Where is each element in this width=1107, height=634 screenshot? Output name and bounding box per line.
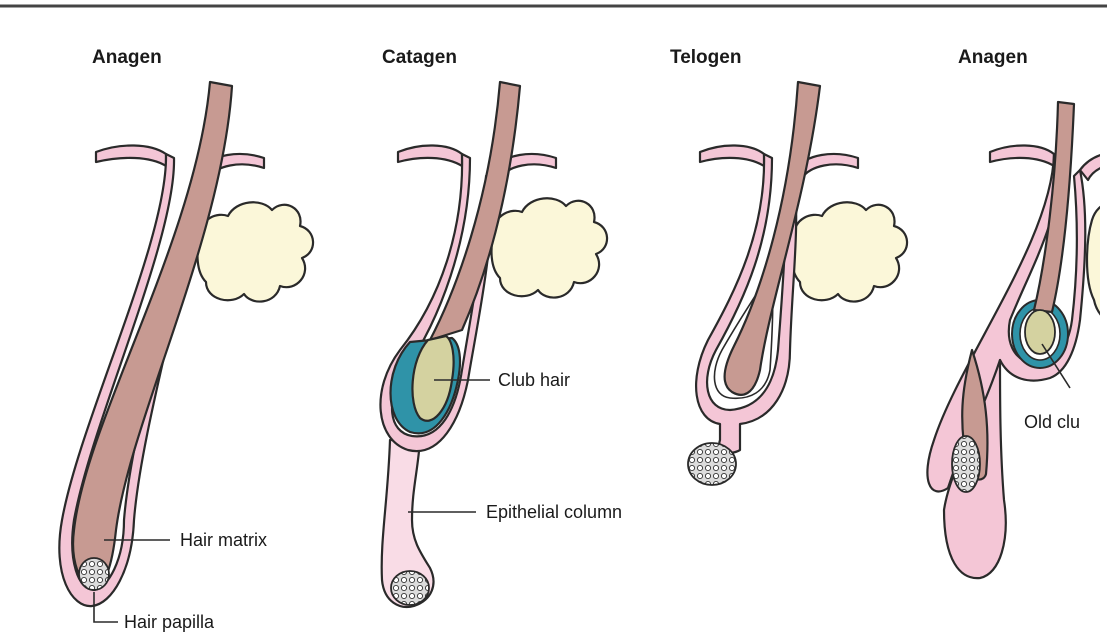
stage-anagen-1: Anagen Hair matrix Hair papilla xyxy=(59,47,313,632)
skin-surface-left xyxy=(398,145,462,166)
skin-surface-right xyxy=(1080,152,1107,180)
stage-title-catagen: Catagen xyxy=(382,47,457,68)
stage-anagen-2: Anagen Old clu xyxy=(927,47,1107,578)
hair-papilla xyxy=(79,558,109,590)
sebaceous-gland xyxy=(198,202,314,301)
hair-papilla xyxy=(688,443,736,485)
label-old-club: Old clu xyxy=(1024,412,1080,432)
label-hair-matrix: Hair matrix xyxy=(180,530,267,550)
stage-catagen: Catagen Club hair Epithelial column xyxy=(380,47,622,607)
stage-title-anagen-2: Anagen xyxy=(958,47,1028,68)
stage-title-anagen-1: Anagen xyxy=(92,47,162,68)
skin-surface-left xyxy=(96,145,166,166)
label-epithelial-column: Epithelial column xyxy=(486,502,622,522)
hair-papilla xyxy=(952,436,980,492)
label-hair-papilla: Hair papilla xyxy=(124,612,215,632)
follicle-sheath xyxy=(696,154,796,453)
stage-title-telogen: Telogen xyxy=(670,47,741,68)
label-club-hair: Club hair xyxy=(498,370,570,390)
hair-papilla xyxy=(391,571,429,605)
stage-telogen: Telogen xyxy=(670,47,907,485)
sebaceous-gland xyxy=(492,198,608,297)
skin-surface-left xyxy=(990,145,1054,166)
sebaceous-gland xyxy=(1087,202,1107,330)
old-club-hair xyxy=(1025,310,1055,354)
sebaceous-gland xyxy=(792,202,908,301)
old-hair-shaft xyxy=(1034,102,1074,312)
skin-surface-left xyxy=(700,145,764,166)
